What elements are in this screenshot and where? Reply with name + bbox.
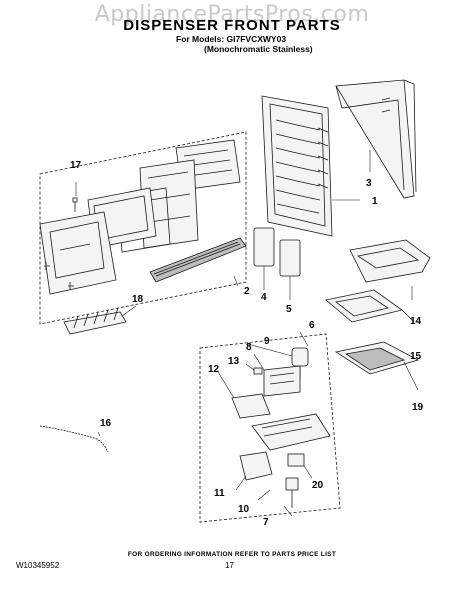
drip-tray-part (334, 341, 420, 375)
dispenser-base-part (251, 413, 331, 451)
lens-part-left (253, 227, 275, 267)
upper-tray-part (349, 239, 431, 283)
chute-door-part (231, 393, 271, 419)
callout-12: 12 (208, 364, 220, 375)
callout-1: 1 (372, 196, 378, 207)
callout-14: 14 (410, 316, 422, 327)
lens-part-right (279, 239, 301, 277)
grille-part (149, 237, 247, 283)
model-finish: (Monochromatic Stainless) (204, 44, 313, 54)
callout-7: 7 (263, 517, 269, 528)
mid-tray-part (325, 289, 403, 323)
callout-4: 4 (261, 292, 267, 303)
callout-17: 17 (70, 160, 82, 171)
spring-part (253, 367, 263, 375)
watermark: AppliancePartsPros.com (94, 2, 370, 27)
ordering-note: FOR ORDERING INFORMATION REFER TO PARTS … (127, 551, 337, 558)
callout-13: 13 (228, 356, 240, 367)
callout-5: 5 (286, 304, 292, 315)
bracket-part (263, 365, 301, 397)
control-assembly-boundary (39, 131, 247, 325)
callout-6: 6 (309, 320, 315, 331)
callout-11: 11 (214, 488, 225, 499)
ice-chute-assembly-boundary (199, 333, 341, 523)
callout-10: 10 (238, 504, 250, 515)
callout-19: 19 (412, 402, 424, 413)
callout-15: 15 (410, 351, 422, 362)
model-line: For Models: GI7FVCXWY03 (176, 34, 287, 44)
model-info: For Models: GI7FVCXWY03 (Monochromatic S… (176, 34, 313, 54)
rear-panel-part (335, 79, 417, 199)
page-title: DISPENSER FRONT PARTS (123, 17, 341, 34)
callout-16: 16 (100, 418, 112, 429)
document-id: W10345952 (16, 561, 60, 570)
dispenser-housing-part (261, 95, 333, 237)
control-board-part (87, 139, 241, 253)
solenoid-part (285, 453, 305, 508)
ice-paddle-part (239, 451, 273, 481)
leader-lines (75, 150, 419, 517)
callout-20: 20 (312, 480, 324, 491)
front-bezel-part (39, 211, 117, 295)
page-number: 17 (225, 561, 234, 570)
callout-3: 3 (366, 178, 372, 189)
callout-18: 18 (132, 294, 144, 305)
screw-part (72, 197, 78, 212)
callout-8: 8 (246, 342, 252, 353)
bezel-screws (44, 262, 74, 290)
drip-grille-part (63, 307, 127, 335)
callout-9: 9 (264, 336, 270, 347)
heater-wire-part (39, 425, 109, 453)
callout-2: 2 (244, 286, 250, 297)
